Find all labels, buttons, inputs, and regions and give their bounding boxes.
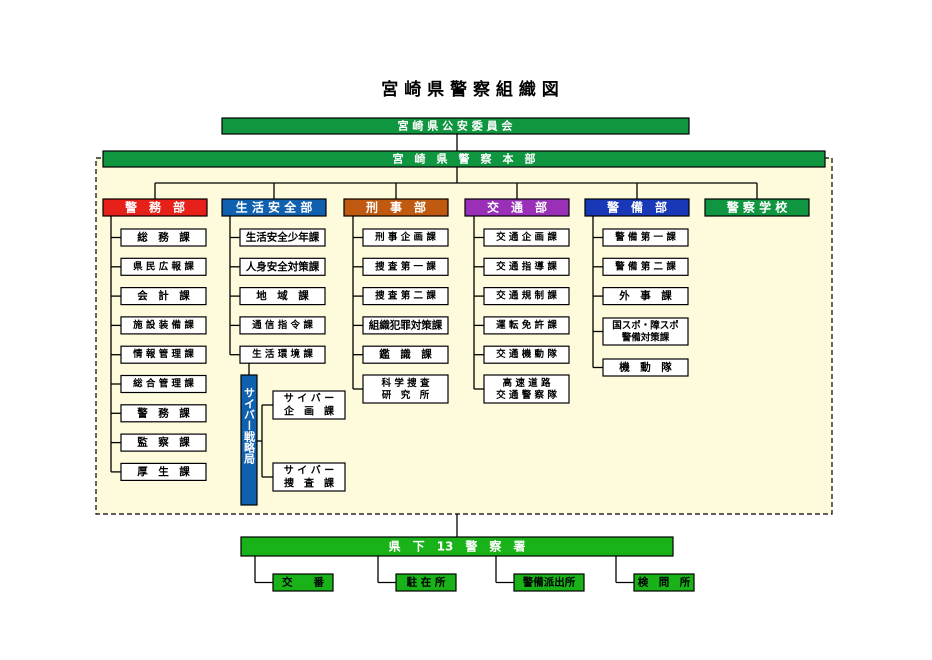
- dept-box-6: [704, 198, 810, 217]
- hq-label: 宮 崎 県 警 察 本 部: [393, 152, 536, 166]
- section-box: [120, 316, 207, 335]
- section-box: [483, 345, 570, 364]
- section-label: 総 合 管 理 課: [133, 378, 194, 390]
- section-box: [120, 374, 207, 394]
- section-label: 外 事 課: [618, 289, 672, 302]
- section-box: [120, 433, 207, 452]
- station-unit-label: 交 番: [282, 576, 324, 589]
- section-box: [602, 228, 689, 247]
- section-label: 高 速 道 路交 通 警 察 隊: [496, 377, 557, 401]
- section-box: [602, 257, 689, 276]
- section-label: 交 通 企 画 課: [496, 231, 557, 243]
- section-box: [362, 316, 449, 335]
- section-box: [483, 316, 570, 335]
- section-label: 通 信 指 令 課: [252, 319, 313, 331]
- section-box: [483, 228, 570, 247]
- section-label: 機 動 隊: [619, 361, 672, 374]
- section-label: 会 計 課: [137, 289, 190, 302]
- commission-label: 宮 崎 県 公 安 委 員 会: [398, 119, 514, 133]
- dept-box-3: [343, 198, 449, 217]
- station-unit-label: 警備派出所: [522, 576, 576, 589]
- section-label: 生活安全少年課: [246, 231, 320, 244]
- cyber-section-box: [272, 390, 346, 420]
- section-label: 鑑 識 課: [379, 348, 432, 361]
- section-box: [120, 257, 207, 276]
- cyber-section-label: サ イ バ ー捜 査 課: [284, 464, 334, 489]
- commission-box: [221, 117, 690, 135]
- section-label: 科 学 捜 査研 究 所: [382, 377, 430, 401]
- stations-box: [240, 536, 674, 557]
- section-box: [239, 287, 326, 306]
- cyber-section-box: [272, 462, 346, 492]
- station-unit-box: [272, 573, 334, 592]
- section-box: [362, 228, 449, 247]
- section-box: [120, 404, 207, 423]
- station-unit-label: 駐 在 所: [407, 576, 446, 589]
- section-box: [362, 287, 449, 306]
- section-box: [602, 317, 689, 346]
- section-box: [239, 257, 326, 276]
- hq-box: [102, 150, 826, 168]
- station-unit-box: [633, 573, 695, 592]
- section-label: 県 民 広 報 課: [133, 260, 194, 272]
- section-box: [602, 358, 689, 377]
- station-unit-label: 検 問 所: [638, 576, 691, 589]
- dept-box-5: [584, 198, 690, 217]
- dept-box-2: [221, 198, 327, 217]
- section-label: 警 務 課: [136, 406, 190, 419]
- dept-label-2: 生 活 安 全 部: [236, 200, 313, 215]
- dept-label-6: 警 察 学 校: [726, 200, 789, 215]
- section-label: 交 通 指 導 課: [496, 260, 557, 272]
- section-box: [483, 374, 570, 404]
- section-box: [602, 287, 689, 306]
- section-label: 警 備 第 二 課: [615, 260, 676, 272]
- section-label: 警 備 第 一 課: [615, 231, 676, 243]
- section-label: 施 設 装 備 課: [133, 319, 194, 331]
- section-box: [362, 257, 449, 276]
- section-label: 人身安全対策課: [246, 260, 320, 273]
- section-box: [483, 287, 570, 306]
- section-label: 監 察 課: [137, 436, 190, 449]
- section-box: [362, 345, 449, 364]
- station-unit-box: [395, 573, 457, 592]
- section-label: 組織犯罪対策課: [369, 318, 443, 331]
- section-box: [120, 345, 207, 364]
- cyber-bureau-box: [240, 374, 258, 506]
- section-label: 交 通 規 制 課: [496, 290, 557, 302]
- section-label: 地 域 課: [256, 289, 309, 302]
- section-label: 情 報 管 理 課: [132, 348, 194, 360]
- section-box: [362, 374, 449, 404]
- section-box: [239, 345, 326, 364]
- section-label: 捜 査 第 一 課: [375, 260, 436, 272]
- cyber-bureau-label: サイバー戦略局: [243, 387, 257, 465]
- dept-box-1: [102, 198, 208, 217]
- section-box: [120, 462, 207, 481]
- section-label: 捜 査 第 二 課: [375, 290, 436, 302]
- section-box: [239, 228, 326, 247]
- stations-label: 県 下 13 警 察 署: [389, 539, 526, 554]
- section-box: [120, 228, 207, 247]
- section-label: 生 活 環 境 課: [252, 348, 313, 360]
- page-title: 宮 崎 県 警 察 組 織 図: [381, 79, 558, 100]
- section-box: [120, 287, 207, 306]
- dept-label-1: 警 務 部: [124, 200, 185, 215]
- section-label: 厚 生 課: [137, 465, 190, 478]
- section-box: [483, 257, 570, 276]
- cyber-section-label: サ イ バ ー企 画 課: [283, 392, 334, 417]
- dept-box-4: [464, 198, 570, 217]
- section-label: 総 務 課: [137, 231, 190, 244]
- section-label: 刑 事 企 画 課: [375, 231, 436, 243]
- station-unit-box: [513, 573, 585, 592]
- hq-frame: [95, 157, 833, 515]
- section-label: 交 通 機 動 隊: [496, 348, 557, 360]
- section-label: 運 転 免 許 課: [496, 319, 557, 331]
- section-box: [239, 316, 326, 335]
- dept-label-5: 警 備 部: [606, 200, 667, 215]
- dept-label-3: 刑 事 部: [366, 200, 426, 215]
- section-label: 国スポ・障スポ警備対策課: [612, 319, 679, 343]
- dept-label-4: 交 通 部: [487, 200, 547, 215]
